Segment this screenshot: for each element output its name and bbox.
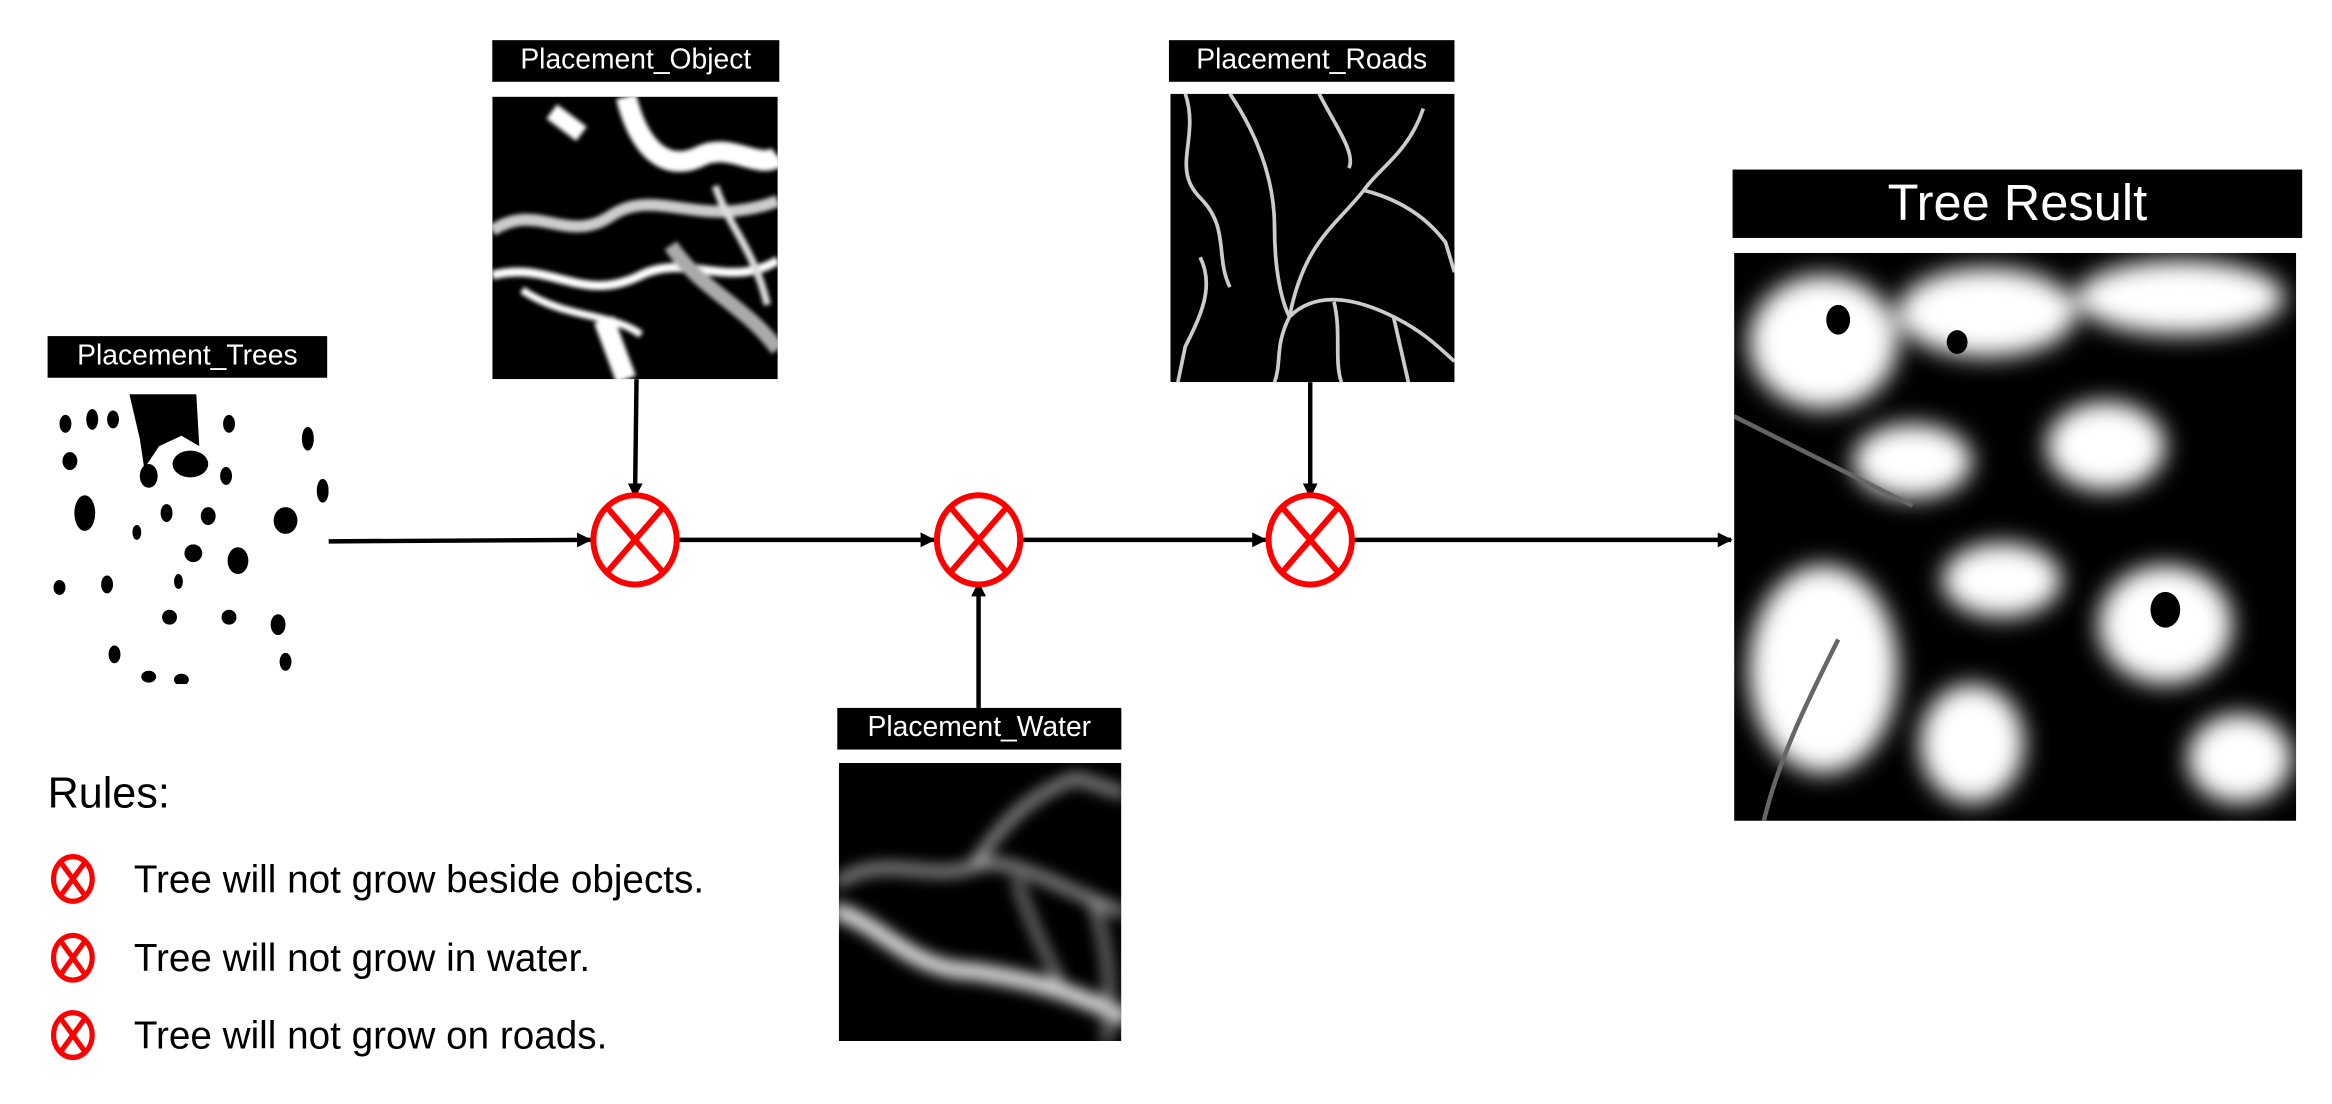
water-map-image: [838, 762, 1122, 1042]
arrow-object-to-op1: [627, 379, 643, 499]
roads-label: Placement_Roads: [1168, 40, 1455, 82]
rule-item: Tree will not grow beside objects.: [48, 854, 705, 905]
trees-label: Placement_Trees: [47, 336, 328, 378]
rule-text: Tree will not grow beside objects.: [133, 855, 705, 901]
object-map-image: [492, 96, 778, 380]
result-label: Tree Result: [1732, 169, 2303, 238]
multiply-operator-2: [933, 492, 1024, 588]
result-map-image: [1734, 252, 2297, 821]
rule-text: Tree will not grow on roads.: [133, 1012, 608, 1057]
object-label: Placement_Object: [492, 40, 780, 82]
trees-map-image: [47, 394, 329, 685]
circled-x-icon: [50, 854, 95, 904]
water-label: Placement_Water: [837, 707, 1122, 750]
roads-map-image: [1170, 93, 1455, 383]
rules-title: Rules:: [47, 770, 170, 818]
rule-text: Tree will not grow in water.: [133, 934, 591, 980]
multiply-operator-3: [1265, 492, 1355, 588]
arrow-trees-to-op1: [328, 532, 592, 548]
circled-x-icon: [50, 932, 95, 983]
multiply-operator-1: [590, 492, 680, 588]
rule-item: Tree will not grow in water.: [48, 932, 591, 983]
rule-item: Tree will not grow on roads.: [48, 1010, 608, 1061]
circled-x-icon: [50, 1010, 95, 1061]
